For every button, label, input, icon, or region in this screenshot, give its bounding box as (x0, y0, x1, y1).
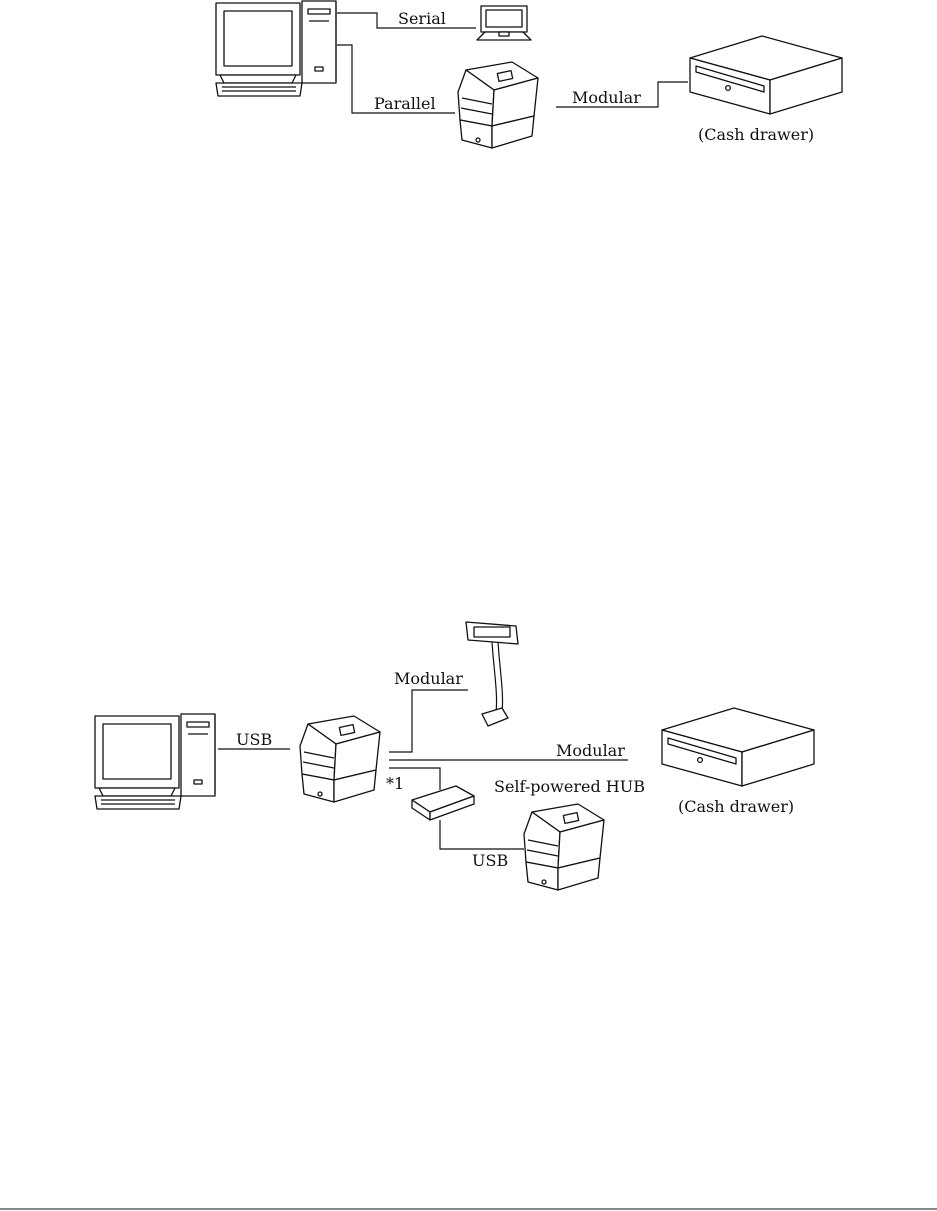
hub-label: Self-powered HUB (494, 777, 645, 796)
cash-drawer-icon (690, 36, 842, 114)
diagram-1: Serial Parallel Modular (Cash drawer) (216, 1, 842, 148)
cash-drawer-icon (662, 708, 814, 786)
computer-icon (216, 1, 336, 96)
modular-drawer-label: Modular (556, 741, 625, 760)
cash-drawer-label: (Cash drawer) (698, 125, 814, 144)
footnote-marker: *1 (386, 774, 404, 793)
diagram-2: USB Modular Modular *1 Self-powered HUB … (95, 622, 814, 890)
customer-display-icon (477, 6, 531, 40)
receipt-printer-icon (524, 804, 604, 890)
cash-drawer-label: (Cash drawer) (678, 797, 794, 816)
pole-display-icon (466, 622, 518, 726)
usb-hub-downlink-cable (440, 820, 524, 849)
usb-hub-label: USB (472, 851, 508, 870)
usb-hub-icon (412, 786, 474, 820)
receipt-printer-icon (300, 716, 380, 802)
parallel-label: Parallel (374, 94, 436, 113)
serial-label: Serial (398, 9, 446, 28)
receipt-printer-icon (458, 62, 538, 148)
modular-label: Modular (572, 88, 641, 107)
computer-icon (95, 714, 215, 809)
modular-display-cable (389, 690, 468, 752)
usb-host-label: USB (236, 730, 272, 749)
modular-display-label: Modular (394, 669, 463, 688)
